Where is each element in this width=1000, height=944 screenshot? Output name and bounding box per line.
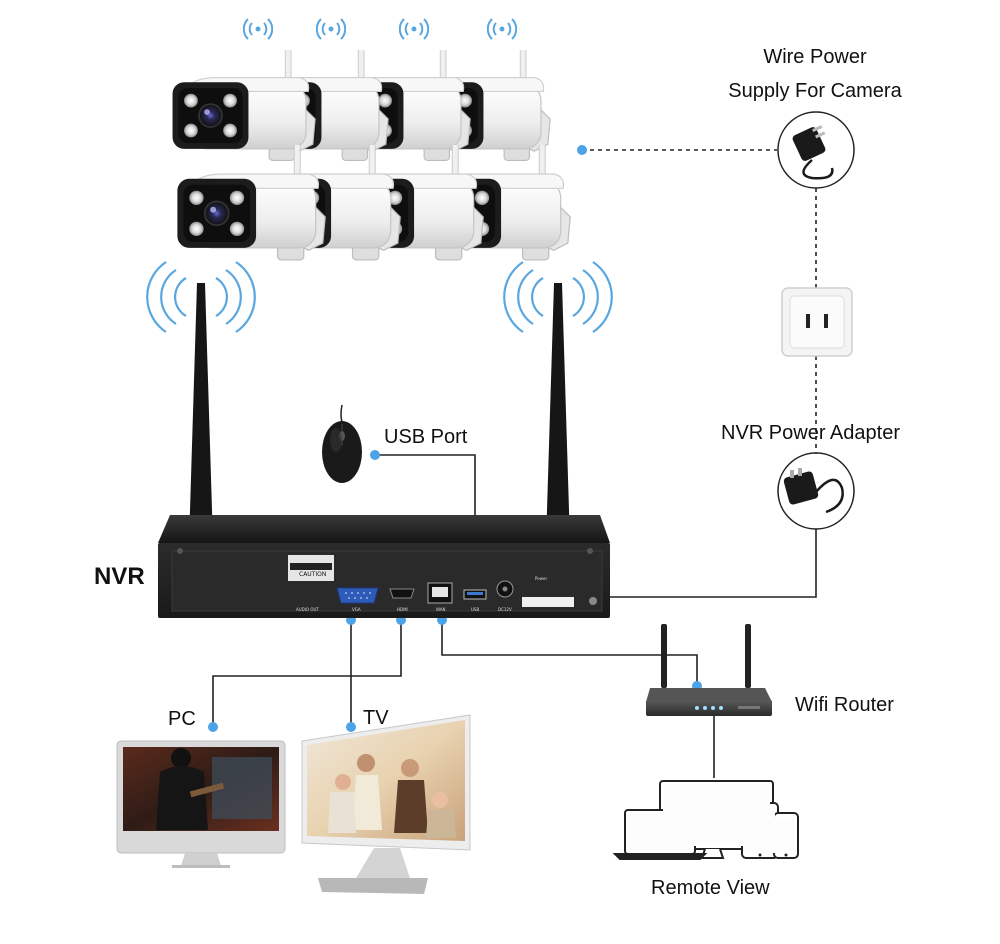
mouse (322, 404, 362, 483)
wifi-wave-icon (316, 18, 346, 40)
wifi-wave-icon (487, 18, 517, 40)
camera-wifi-waves (243, 18, 517, 40)
nvr-port-labels: CAUTION AUDIO OUT VGA HDMI WAN USB DC12V… (296, 571, 547, 612)
camera-group (171, 50, 572, 261)
connector-dot (370, 450, 380, 460)
nvr-power-adapter (777, 452, 855, 530)
camera-power-supply (777, 111, 855, 189)
audio-out-text: AUDIO OUT (296, 607, 319, 612)
wifi-wave-icon (243, 18, 273, 40)
camera-icon (176, 145, 327, 261)
adapter-to-nvr-line (515, 528, 817, 598)
wifi-wave-icon (399, 18, 429, 40)
tv-monitor (301, 714, 471, 894)
power-text: Power (535, 576, 547, 581)
wire-power-label-line2: Supply For Camera (728, 80, 902, 102)
wan-to-router-line (441, 620, 698, 686)
wire-power-label-line1: Wire Power (763, 46, 867, 68)
connector-dot (208, 722, 218, 732)
pc-label: PC (168, 708, 196, 730)
camera-icon (171, 50, 317, 162)
caution-text: CAUTION (299, 571, 326, 578)
usb-text: USB (471, 607, 479, 612)
hdmi-to-pc-line (212, 620, 402, 727)
wall-outlet (781, 287, 853, 357)
connector-dot (577, 145, 587, 155)
vga-text: VGA (352, 607, 361, 612)
tv-label: TV (363, 707, 389, 729)
dc-text: DC12V (498, 607, 512, 612)
connector-dot (346, 722, 356, 732)
hdmi-text: HDMI (397, 607, 408, 612)
wifi-router (646, 624, 772, 716)
remote-view-fills (628, 784, 795, 857)
nvr-device (158, 515, 610, 618)
wan-text: WAN (436, 607, 445, 612)
laptop-base-icon (612, 853, 708, 860)
remote-view-label: Remote View (651, 877, 770, 899)
pc-monitor (116, 740, 286, 868)
nvr-label: NVR (94, 563, 145, 590)
usb-port-label: USB Port (384, 426, 468, 448)
wifi-router-label: Wifi Router (795, 694, 894, 716)
connection-lines (212, 149, 817, 778)
nvr-power-adapter-label: NVR Power Adapter (721, 422, 900, 444)
